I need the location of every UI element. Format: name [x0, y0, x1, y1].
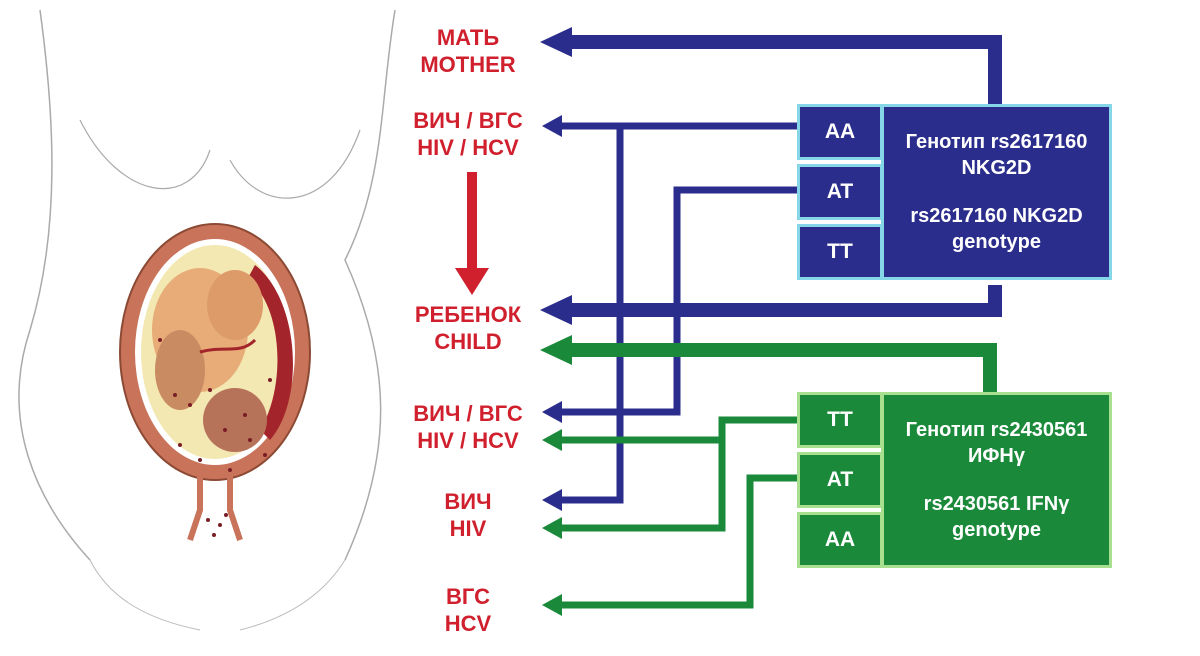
label-child-en: CHILD: [434, 329, 502, 354]
label-child: РЕБЕНОК CHILD: [383, 301, 553, 355]
label-mother: МАТЬ MOTHER: [383, 24, 553, 78]
ifng-title-en-2: genotype: [952, 519, 1041, 541]
pregnant-woman-illustration: [18, 9, 396, 631]
transmission-arrow: [455, 172, 489, 295]
ifng-genotype-tt: TT: [797, 392, 883, 448]
nkg2d-genotype-tt: TT: [797, 224, 883, 280]
arrow-nkg2d-aa: [542, 115, 797, 511]
label-hiv-hcv-top: ВИЧ / ВГС HIV / HCV: [383, 107, 553, 161]
nkg2d-title-ru-2: NKG2D: [961, 157, 1032, 179]
nkg2d-genotype-box: Генотип rs2617160 NKG2D rs2617160 NKG2D …: [881, 104, 1112, 280]
label-hiv-hcv-mid: ВИЧ / ВГС HIV / HCV: [383, 400, 553, 454]
label-hcv-ru: ВГС: [446, 584, 490, 609]
label-hiv-hcv-mid-ru: ВИЧ / ВГС: [413, 401, 523, 426]
ifng-genotype-at: AT: [797, 452, 883, 508]
ifng-title-ru-1: Генотип rs2430561: [905, 419, 1088, 441]
arrow-nkg2d-to-child: [540, 285, 1002, 325]
label-mother-en: MOTHER: [420, 52, 516, 77]
label-hcv: ВГС HCV: [383, 583, 553, 637]
nkg2d-title-en-1: rs2617160 NKG2D: [910, 205, 1083, 227]
label-mother-ru: МАТЬ: [436, 25, 500, 50]
arrow-ifng-tt: [542, 416, 797, 539]
label-hiv-hcv-top-en: HIV / HCV: [417, 135, 519, 160]
label-hiv-en: HIV: [449, 516, 487, 541]
arrow-ifng-to-child: [540, 335, 997, 392]
nkg2d-genotype-aa: AA: [797, 104, 883, 160]
label-hiv: ВИЧ HIV: [383, 488, 553, 542]
label-hiv-hcv-mid-en: HIV / HCV: [417, 428, 519, 453]
nkg2d-title-ru-1: Генотип rs2617160: [905, 131, 1088, 153]
arrow-nkg2d-at: [542, 186, 797, 423]
arrow-nkg2d-to-mother: [540, 27, 1002, 105]
ifng-title-en-1: rs2430561 IFNγ: [923, 493, 1070, 515]
ifng-genotype-box: Генотип rs2430561 ИФНγ rs2430561 IFNγ ge…: [881, 392, 1112, 568]
label-hiv-hcv-top-ru: ВИЧ / ВГС: [413, 108, 523, 133]
arrow-ifng-at: [542, 474, 797, 616]
ifng-genotype-aa: AA: [797, 512, 883, 568]
label-hiv-ru: ВИЧ: [444, 489, 492, 514]
label-child-ru: РЕБЕНОК: [414, 302, 522, 327]
nkg2d-genotype-at: AT: [797, 164, 883, 220]
ifng-title-ru-2: ИФНγ: [967, 445, 1025, 467]
label-hcv-en: HCV: [444, 611, 492, 636]
nkg2d-title-en-2: genotype: [952, 231, 1041, 253]
